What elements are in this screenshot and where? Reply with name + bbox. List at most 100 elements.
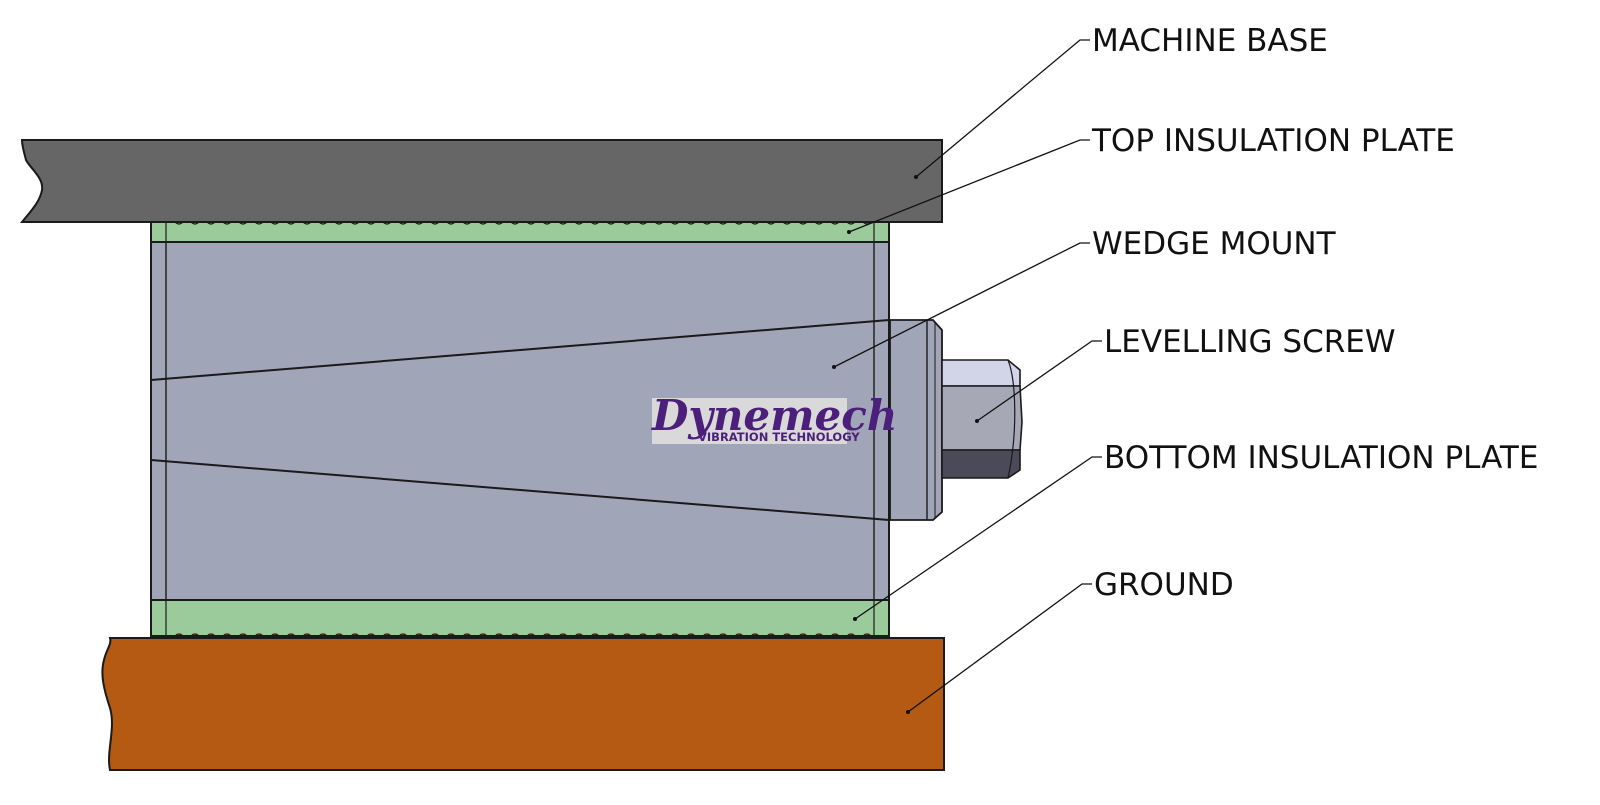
ground — [101, 637, 945, 771]
plate-texture-bump — [414, 633, 424, 637]
plate-texture-bump — [718, 221, 728, 225]
plate-texture-bump — [206, 221, 216, 225]
plate-texture-bump — [782, 633, 792, 637]
levelling-screw — [889, 319, 1023, 521]
plate-texture-bump — [366, 221, 376, 225]
plate-texture-bump — [798, 633, 808, 637]
plate-texture-bump — [286, 633, 296, 637]
plate-texture-bump — [462, 221, 472, 225]
plate-texture-bump — [478, 221, 488, 225]
plate-texture-bump — [254, 633, 264, 637]
plate-texture-bump — [734, 633, 744, 637]
plate-texture-bump — [510, 221, 520, 225]
plate-texture-bump — [558, 633, 568, 637]
plate-texture-bump — [510, 633, 520, 637]
plate-texture-bump — [414, 221, 424, 225]
plate-texture-bump — [862, 221, 872, 225]
plate-texture-bump — [382, 221, 392, 225]
plate-texture-bump — [606, 221, 616, 225]
label-ground: GROUND — [1094, 567, 1234, 603]
plate-texture-bump — [462, 633, 472, 637]
plate-texture-bump — [302, 633, 312, 637]
bottom-insulation-plate — [150, 599, 890, 637]
plate-texture-bump — [334, 633, 344, 637]
dynemech-logo: Dynemech VIBRATION TECHNOLOGY — [651, 391, 897, 444]
callout-levelling-screw: LEVELLING SCREW — [975, 324, 1396, 423]
plate-texture-bump — [174, 221, 184, 225]
plate-texture-bump — [702, 633, 712, 637]
plate-texture-bump — [174, 633, 184, 637]
plate-texture-bump — [814, 221, 824, 225]
plate-texture-bump — [238, 633, 248, 637]
plate-texture-bump — [846, 221, 856, 225]
plate-texture-bump — [654, 633, 664, 637]
plate-texture-bump — [366, 633, 376, 637]
plate-texture-bump — [862, 633, 872, 637]
plate-texture-bump — [846, 633, 856, 637]
plate-texture-bump — [622, 633, 632, 637]
plate-texture-bump — [430, 633, 440, 637]
label-levelling-screw: LEVELLING SCREW — [1104, 324, 1396, 360]
label-wedge-mount: WEDGE MOUNT — [1092, 226, 1337, 262]
plate-texture-bump — [430, 221, 440, 225]
plate-texture-bump — [190, 633, 200, 637]
callout-ground: GROUND — [906, 567, 1234, 714]
plate-texture-bump — [302, 221, 312, 225]
plate-texture-bump — [558, 221, 568, 225]
callout-wedge-mount: WEDGE MOUNT — [832, 226, 1337, 369]
plate-texture-bump — [638, 633, 648, 637]
plate-texture-bump — [190, 221, 200, 225]
plate-texture-bump — [750, 633, 760, 637]
callout-top-insulation-plate: TOP INSULATION PLATE — [847, 123, 1455, 234]
logo-tagline: VIBRATION TECHNOLOGY — [698, 430, 860, 444]
plate-texture-bump — [398, 633, 408, 637]
plate-texture-bump — [206, 633, 216, 637]
plate-texture-bump — [318, 221, 328, 225]
plate-texture-bump — [446, 221, 456, 225]
plate-texture-bump — [446, 633, 456, 637]
plate-texture-bump — [798, 221, 808, 225]
plate-texture-bump — [670, 633, 680, 637]
label-top-insulation-plate: TOP INSULATION PLATE — [1091, 123, 1455, 159]
wedge-lower-edge — [150, 459, 890, 521]
plate-texture-bump — [222, 633, 232, 637]
plate-texture-bump — [718, 633, 728, 637]
plate-texture-bump — [622, 221, 632, 225]
plate-texture-bump — [494, 633, 504, 637]
plate-texture-bump — [670, 221, 680, 225]
plate-texture-bump — [782, 221, 792, 225]
plate-texture-bump — [606, 633, 616, 637]
plate-texture-bump — [542, 633, 552, 637]
plate-texture-bump — [766, 221, 776, 225]
plate-texture-bump — [830, 633, 840, 637]
plate-texture-bump — [814, 633, 824, 637]
plate-texture-bump — [590, 221, 600, 225]
plate-texture-bump — [574, 633, 584, 637]
plate-texture-bump — [270, 221, 280, 225]
plate-texture-bump — [478, 633, 488, 637]
plate-texture-bump — [238, 221, 248, 225]
plate-texture-bump — [686, 633, 696, 637]
plate-texture-bump — [654, 221, 664, 225]
plate-texture-bump — [350, 221, 360, 225]
plate-texture-bump — [542, 221, 552, 225]
plate-texture-bump — [350, 633, 360, 637]
plate-texture-bump — [334, 221, 344, 225]
plate-texture-bump — [526, 221, 536, 225]
label-machine-base: MACHINE BASE — [1092, 23, 1328, 59]
plate-texture-bump — [254, 221, 264, 225]
callout-bottom-insulation-plate: BOTTOM INSULATION PLATE — [853, 440, 1538, 621]
plate-texture-bump — [382, 633, 392, 637]
label-bottom-insulation-plate: BOTTOM INSULATION PLATE — [1104, 440, 1538, 476]
plate-texture-bump — [638, 221, 648, 225]
wedge-upper-edge — [150, 319, 890, 381]
plate-texture-bump — [494, 221, 504, 225]
plate-texture-bump — [318, 633, 328, 637]
plate-texture-bump — [286, 221, 296, 225]
plate-texture-bump — [222, 221, 232, 225]
logo-name: Dynemech — [651, 391, 897, 440]
callout-machine-base: MACHINE BASE — [914, 23, 1328, 179]
plate-texture-bump — [686, 221, 696, 225]
plate-texture-bump — [734, 221, 744, 225]
